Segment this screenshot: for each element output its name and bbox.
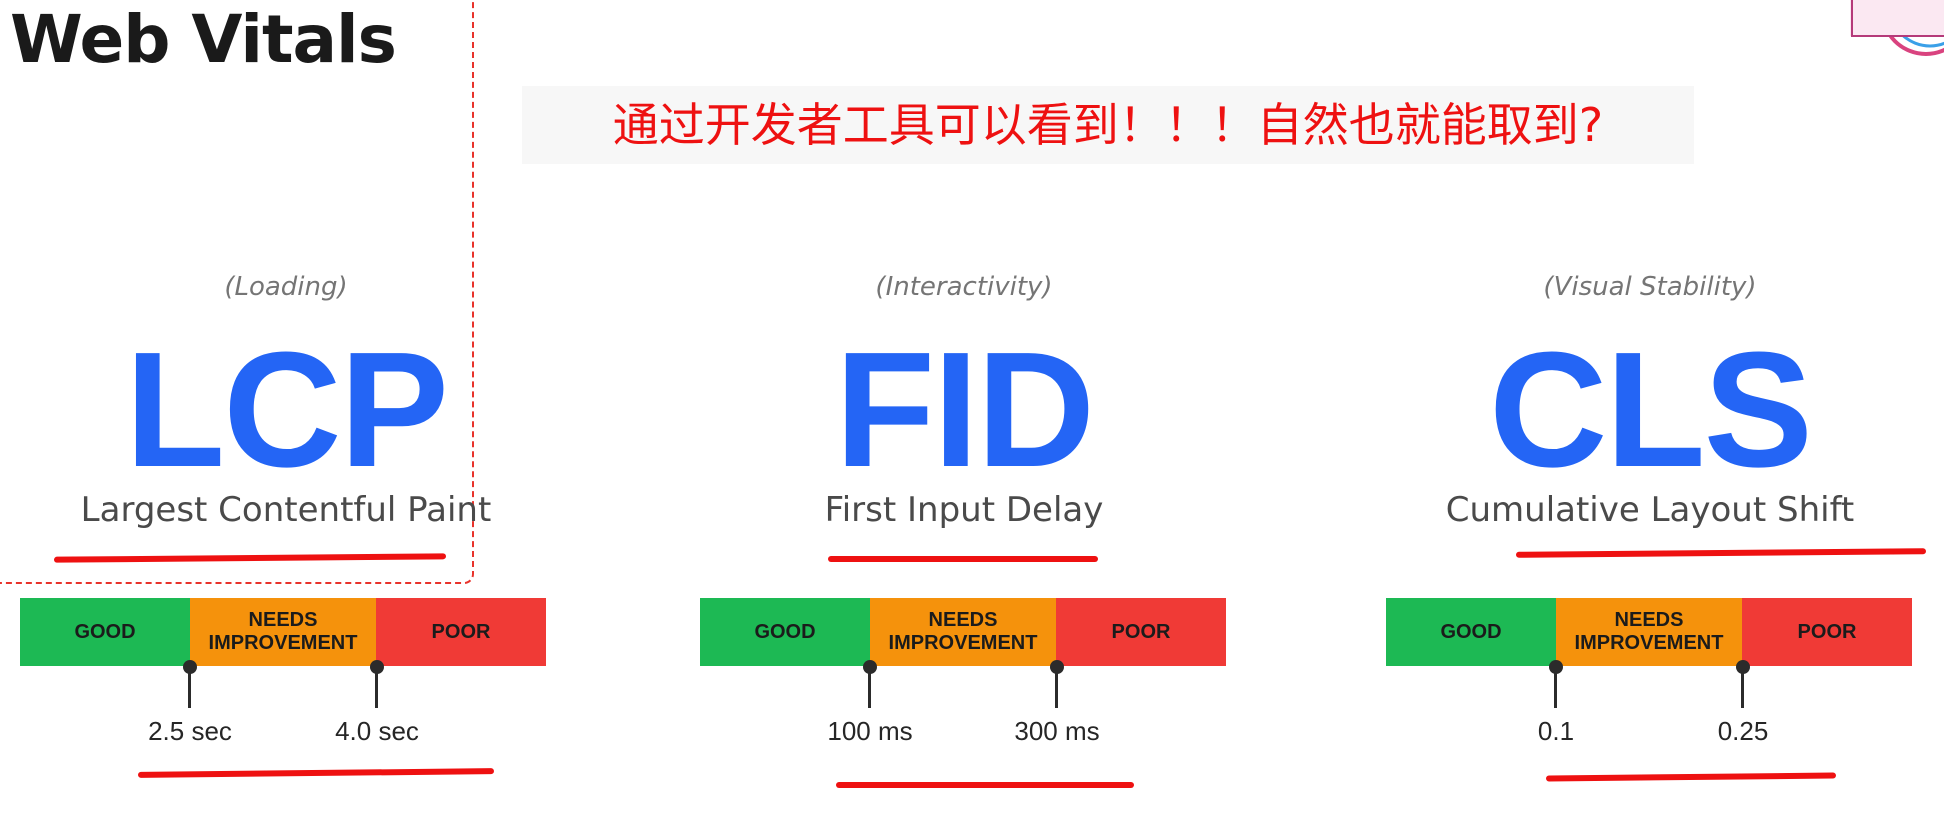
annotation-banner-text: 通过开发者工具可以看到！！！自然也就能取到? [612, 98, 1604, 152]
fid-threshold-high: 300 ms [1014, 716, 1100, 746]
fid-tick-line [1055, 666, 1058, 708]
fid-poor-segment: POOR [1056, 598, 1226, 666]
lcp-tick-line [188, 666, 191, 708]
cls-abbr: CLS [1489, 318, 1813, 501]
annotation-banner: 通过开发者工具可以看到！！！自然也就能取到? [522, 86, 1694, 164]
fid-poor-label: POOR [1111, 620, 1171, 643]
cls-tick-line [1741, 666, 1744, 708]
cls-threshold-underline [1545, 772, 1837, 782]
fid-threshold-underline [836, 782, 1134, 788]
lcp-good-label: GOOD [74, 620, 136, 643]
lcp-threshold-high: 4.0 sec [335, 716, 419, 746]
lcp-threshold-underline [137, 768, 495, 778]
cls-name-underline [1515, 548, 1927, 558]
cls-name: Cumulative Layout Shift [1445, 490, 1855, 530]
fid-good-segment: GOOD [700, 598, 870, 666]
cls-poor-segment: POOR [1742, 598, 1912, 666]
cls-tick-line [1554, 666, 1557, 708]
fid-name: First Input Delay [824, 490, 1104, 530]
page-title: Web Vitals [10, 1, 397, 78]
lcp-threshold-low: 2.5 sec [148, 716, 232, 746]
lcp-poor-label: POOR [431, 620, 491, 643]
cls-threshold-high: 0.25 [1717, 716, 1769, 746]
lcp-tick-line [375, 666, 378, 708]
lcp-good-segment: GOOD [20, 598, 190, 666]
fid-category: (Interactivity) [875, 272, 1053, 302]
fid-threshold-low: 100 ms [827, 716, 913, 746]
lcp-abbr: LCP [125, 318, 449, 501]
fid-abbr: FID [834, 318, 1095, 501]
lcp-poor-segment: POOR [376, 598, 546, 666]
fid-name-underline [828, 556, 1098, 562]
cls-good-label: GOOD [1440, 620, 1502, 643]
cls-poor-label: POOR [1797, 620, 1857, 643]
lcp-category: (Loading) [224, 272, 348, 302]
channel-logo-icon [1840, 0, 1944, 60]
cls-threshold-low: 0.1 [1537, 716, 1575, 746]
cls-good-segment: GOOD [1386, 598, 1556, 666]
annotation-dashed-box [0, 0, 474, 584]
fid-good-label: GOOD [754, 620, 816, 643]
lcp-name: Largest Contentful Paint [80, 490, 492, 530]
fid-tick-line [868, 666, 871, 708]
cls-category: (Visual Stability) [1543, 272, 1757, 302]
